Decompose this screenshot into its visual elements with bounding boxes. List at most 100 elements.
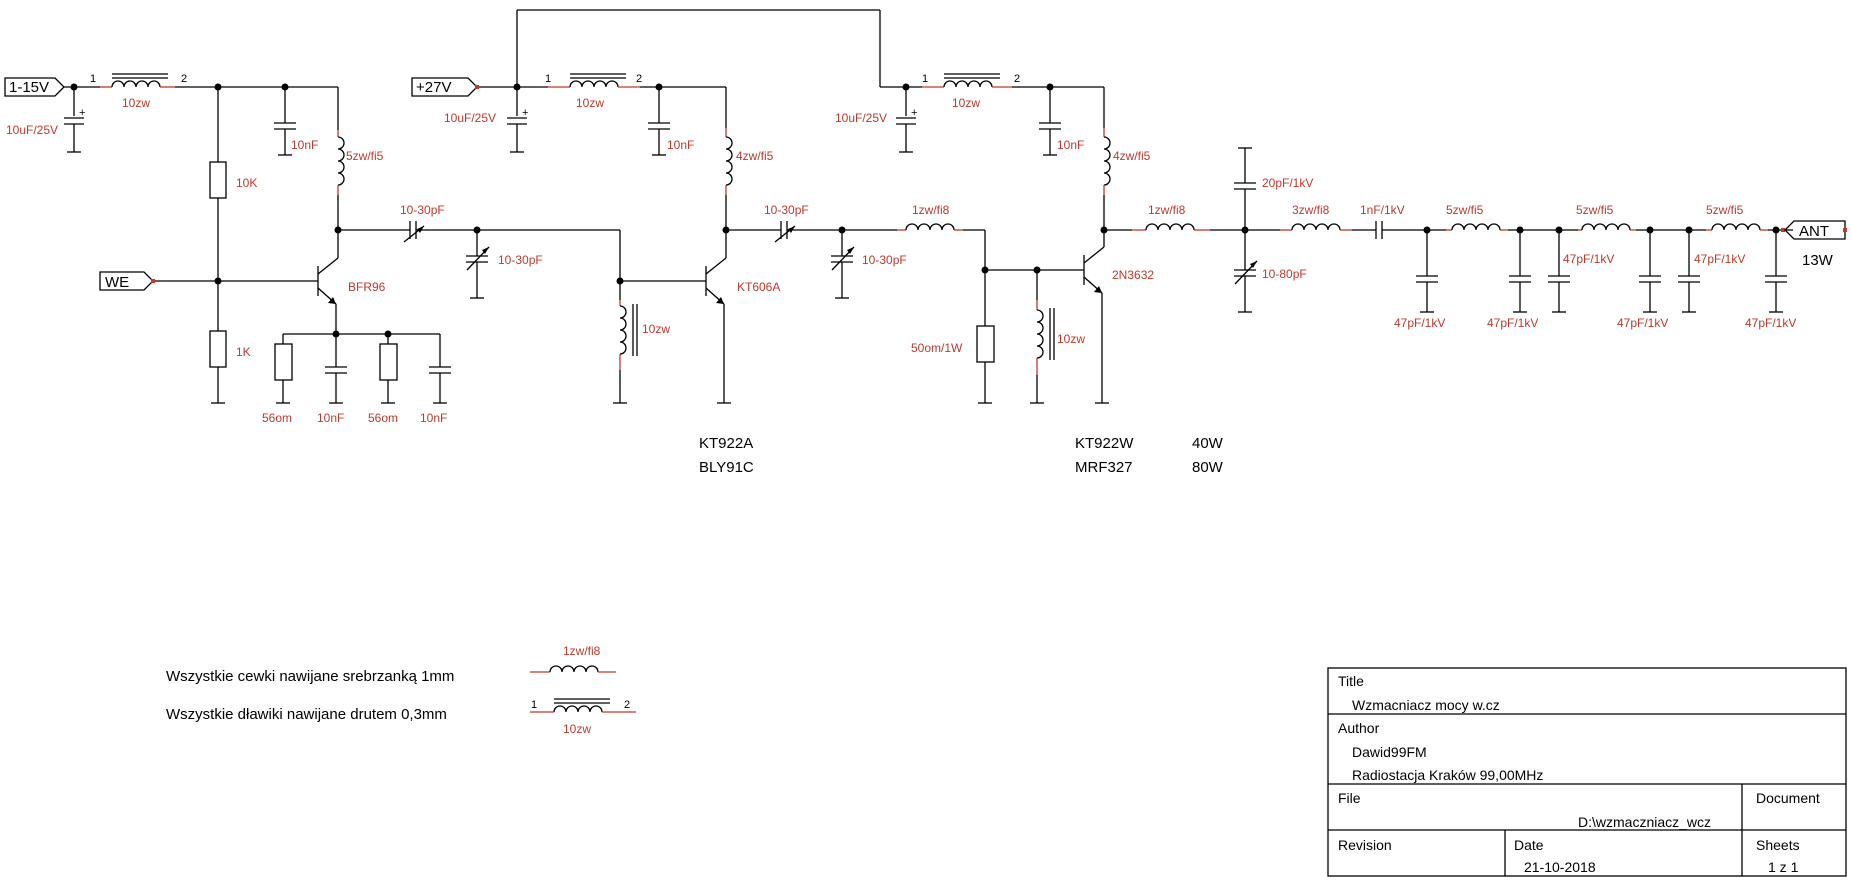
revision-label: Revision bbox=[1338, 837, 1392, 853]
file-label: File bbox=[1338, 790, 1361, 806]
note-coils: Wszystkie cewki nawijane srebrzanką 1mm bbox=[166, 668, 454, 685]
svg-text:10uF/25V: 10uF/25V bbox=[835, 111, 887, 125]
svg-text:KT922A: KT922A bbox=[699, 435, 753, 452]
inductor-5zw-1: 5zw/fi5 bbox=[337, 87, 384, 230]
inductor-1zw-2: 1zw/fi8 bbox=[1132, 203, 1210, 231]
svg-text:10zw: 10zw bbox=[1057, 332, 1085, 346]
svg-text:40W: 40W bbox=[1192, 435, 1224, 452]
svg-text:2: 2 bbox=[1014, 73, 1020, 85]
resistor-56om-2: 56om bbox=[368, 334, 398, 425]
svg-text:10-80pF: 10-80pF bbox=[1262, 267, 1307, 281]
inductor-5zw-4: 5zw/fi5 bbox=[1706, 203, 1768, 231]
cap-10nf-1: 10nF bbox=[274, 87, 318, 156]
sheets-value: 1 z 1 bbox=[1768, 859, 1799, 875]
svg-text:47pF/1kV: 47pF/1kV bbox=[1617, 316, 1668, 330]
svg-text:1: 1 bbox=[90, 73, 96, 85]
cap-47pf-2: 47pF/1kV bbox=[1487, 230, 1538, 330]
transistor-bfr96: BFR96 bbox=[317, 230, 386, 334]
svg-text:+: + bbox=[911, 107, 917, 119]
port-we bbox=[99, 271, 154, 291]
svg-text:2N3632: 2N3632 bbox=[1112, 268, 1154, 282]
date-value: 21-10-2018 bbox=[1524, 859, 1596, 875]
svg-text:1: 1 bbox=[545, 73, 551, 85]
svg-text:10nF: 10nF bbox=[667, 138, 694, 152]
svg-text:47pF/1kV: 47pF/1kV bbox=[1487, 316, 1538, 330]
date-label: Date bbox=[1514, 837, 1544, 853]
trimmer-2: 10-30pF bbox=[831, 230, 907, 299]
author-label: Author bbox=[1338, 720, 1380, 736]
svg-text:+: + bbox=[79, 107, 85, 119]
title-block: Title Wzmacniacz mocy w.cz Author Dawid9… bbox=[1327, 667, 1847, 877]
cap-1nf: 1nF/1kV bbox=[1360, 203, 1405, 239]
svg-text:1zw/fi8: 1zw/fi8 bbox=[912, 203, 950, 217]
cap-10nf-4: 10nF bbox=[648, 87, 694, 156]
svg-text:10nF: 10nF bbox=[317, 411, 344, 425]
svg-text:1: 1 bbox=[922, 73, 928, 85]
cap-47pf-6: 47pF/1kV bbox=[1745, 230, 1796, 330]
svg-text:1: 1 bbox=[531, 699, 537, 711]
svg-text:4zw/fi5: 4zw/fi5 bbox=[736, 149, 774, 163]
resistor-56om-1: 56om bbox=[262, 334, 293, 425]
author-value: Dawid99FM bbox=[1352, 744, 1427, 760]
cap-20pf: 20pF/1kV bbox=[1234, 147, 1313, 230]
file-value: D:\wzmaczniacz_wcz bbox=[1578, 814, 1711, 830]
inductor-5zw-3: 5zw/fi5 bbox=[1576, 203, 1636, 231]
stage-2: +27V + 10uF/25V 1 10zw 2 bbox=[411, 9, 986, 404]
svg-text:20pF/1kV: 20pF/1kV bbox=[1262, 176, 1313, 190]
svg-text:2: 2 bbox=[636, 73, 642, 85]
inductor-4zw-2: 4zw/fi5 bbox=[1103, 87, 1151, 230]
svg-text:10zw: 10zw bbox=[642, 322, 670, 336]
svg-text:10uF/25V: 10uF/25V bbox=[6, 123, 58, 137]
svg-text:BLY91C: BLY91C bbox=[699, 459, 754, 476]
svg-text:3zw/fi8: 3zw/fi8 bbox=[1292, 203, 1330, 217]
svg-text:47pF/1kV: 47pF/1kV bbox=[1563, 252, 1614, 266]
port-we-label: WE bbox=[105, 274, 129, 291]
coupling-cap-2: 10-30pF bbox=[764, 203, 809, 243]
title-value: Wzmacniacz mocy w.cz bbox=[1352, 697, 1500, 713]
legend-choke: 1 2 10zw bbox=[530, 698, 636, 736]
svg-text:50om/1W: 50om/1W bbox=[911, 341, 963, 355]
svg-text:10nF: 10nF bbox=[420, 411, 447, 425]
svg-text:10-30pF: 10-30pF bbox=[400, 203, 445, 217]
stage-1: 1-15V 1 10zw 2 + 10uF/25V bbox=[4, 73, 620, 425]
inductor-10zw-2: 10zw bbox=[1030, 270, 1085, 404]
svg-text:10-30pF: 10-30pF bbox=[498, 253, 543, 267]
port-ant-label: ANT bbox=[1799, 223, 1829, 240]
svg-text:10uF/25V: 10uF/25V bbox=[444, 111, 496, 125]
svg-text:2: 2 bbox=[181, 73, 187, 85]
svg-text:56om: 56om bbox=[262, 411, 292, 425]
transistor-kt606a: KT606A bbox=[705, 230, 780, 404]
svg-text:10nF: 10nF bbox=[1057, 138, 1084, 152]
stage-3: + 10uF/25V 1 10zw 2 10nF bbox=[835, 73, 1446, 404]
cap-10nf-3: 10nF bbox=[420, 334, 451, 425]
svg-text:1zw/fi8: 1zw/fi8 bbox=[563, 644, 601, 658]
svg-text:5zw/fi5: 5zw/fi5 bbox=[1446, 203, 1484, 217]
inductor-5zw-2: 5zw/fi5 bbox=[1446, 203, 1508, 231]
document-label: Document bbox=[1756, 790, 1820, 806]
resistor-1k: 1K bbox=[209, 330, 251, 404]
svg-text:10-30pF: 10-30pF bbox=[862, 253, 907, 267]
cap-10nf-2: 10nF bbox=[317, 334, 347, 425]
note-chokes: Wszystkie dławiki nawijane drutem 0,3mm bbox=[166, 706, 447, 723]
svg-text:1nF/1kV: 1nF/1kV bbox=[1360, 203, 1405, 217]
svg-text:47pF/1kV: 47pF/1kV bbox=[1745, 316, 1796, 330]
svg-text:10K: 10K bbox=[236, 176, 257, 190]
transistor-2n3632: 2N3632 bbox=[1083, 230, 1154, 404]
inductor-3zw: 3zw/fi8 bbox=[1280, 203, 1352, 231]
port-27v-label: +27V bbox=[416, 79, 451, 96]
cap-10nf-5: 10nF bbox=[1039, 87, 1084, 156]
svg-text:MRF327: MRF327 bbox=[1075, 459, 1133, 476]
svg-text:10nF: 10nF bbox=[291, 138, 318, 152]
coupling-cap-1: 10-30pF bbox=[400, 203, 445, 243]
svg-text:4zw/fi5: 4zw/fi5 bbox=[1113, 149, 1151, 163]
svg-text:KT922W: KT922W bbox=[1075, 435, 1134, 452]
svg-text:10zw: 10zw bbox=[122, 96, 150, 110]
port-1-15v-label: 1-15V bbox=[9, 79, 49, 96]
svg-text:BFR96: BFR96 bbox=[348, 280, 386, 294]
org-value: Radiostacja Kraków 99,00MHz bbox=[1352, 767, 1543, 783]
svg-text:1K: 1K bbox=[236, 345, 251, 359]
trimmer-10-80pf: 10-80pF bbox=[1234, 230, 1307, 313]
trimmer-1: 10-30pF bbox=[466, 230, 543, 299]
svg-text:10-30pF: 10-30pF bbox=[764, 203, 809, 217]
